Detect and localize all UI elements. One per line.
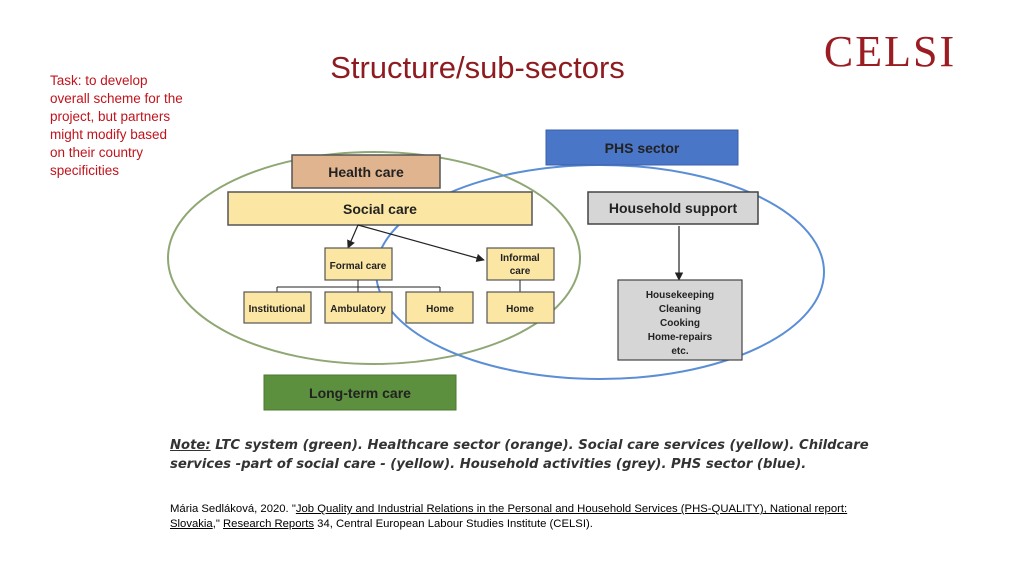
household-activities-box bbox=[617, 279, 743, 361]
activity-cooking: Cooking bbox=[660, 318, 700, 329]
arrow-to-formal-care bbox=[347, 224, 359, 249]
citation-prefix: Mária Sedláková, 2020. " bbox=[170, 503, 296, 515]
ambulatory-box bbox=[324, 291, 393, 324]
note-text: LTC system (green). Healthcare sector (o… bbox=[170, 438, 869, 472]
ltc-ellipse bbox=[167, 151, 581, 365]
health-care-label: Health care bbox=[328, 164, 404, 180]
citation-middle: ," bbox=[212, 517, 223, 530]
home-informal-label: Home bbox=[506, 304, 534, 315]
household-support-box bbox=[587, 191, 759, 225]
institutional-box bbox=[243, 291, 312, 324]
informal-care-line2: care bbox=[510, 266, 531, 277]
note-label: Note: bbox=[170, 438, 211, 453]
slide-title: Structure/sub-sectors bbox=[330, 50, 625, 85]
phs-sector-box bbox=[545, 129, 739, 166]
activity-etc: etc. bbox=[671, 346, 688, 357]
citation-suffix: 34, Central European Labour Studies Inst… bbox=[314, 517, 593, 530]
long-term-care-label: Long-term care bbox=[309, 385, 411, 401]
formal-care-box bbox=[324, 247, 393, 281]
health-care-box bbox=[291, 154, 441, 189]
formal-care-label: Formal care bbox=[330, 261, 387, 272]
institutional-label: Institutional bbox=[249, 304, 306, 315]
task-note: Task: to develop overall scheme for the … bbox=[50, 73, 183, 178]
household-support-label: Household support bbox=[609, 200, 738, 216]
citation-series-link[interactable]: Research Reports bbox=[223, 517, 315, 530]
home-formal-label: Home bbox=[426, 304, 454, 315]
activity-home-repairs: Home-repairs bbox=[648, 332, 713, 343]
home-informal-box bbox=[486, 291, 555, 324]
arrow-to-informal-care bbox=[357, 224, 485, 263]
legend-note: Note: LTC system (green). Healthcare sec… bbox=[170, 436, 890, 474]
home-formal-box bbox=[405, 291, 474, 324]
sector-diagram: PHS sector Health care Social care House… bbox=[167, 129, 825, 411]
social-care-label: Social care bbox=[343, 201, 417, 217]
long-term-care-box bbox=[263, 374, 457, 411]
informal-care-line1: Informal bbox=[500, 253, 540, 264]
logo-text: CELSI bbox=[824, 28, 956, 72]
activity-housekeeping: Housekeeping bbox=[646, 290, 714, 301]
informal-care-box bbox=[486, 247, 555, 281]
ambulatory-label: Ambulatory bbox=[330, 304, 386, 315]
citation: Mária Sedláková, 2020. "Job Quality and … bbox=[170, 502, 870, 531]
social-care-box bbox=[227, 191, 533, 226]
activity-cleaning: Cleaning bbox=[659, 304, 701, 315]
citation-report-link[interactable]: Job Quality and Industrial Relations in … bbox=[170, 503, 848, 530]
celsi-logo: CELSI bbox=[824, 28, 956, 72]
phs-sector-label: PHS sector bbox=[605, 140, 680, 156]
